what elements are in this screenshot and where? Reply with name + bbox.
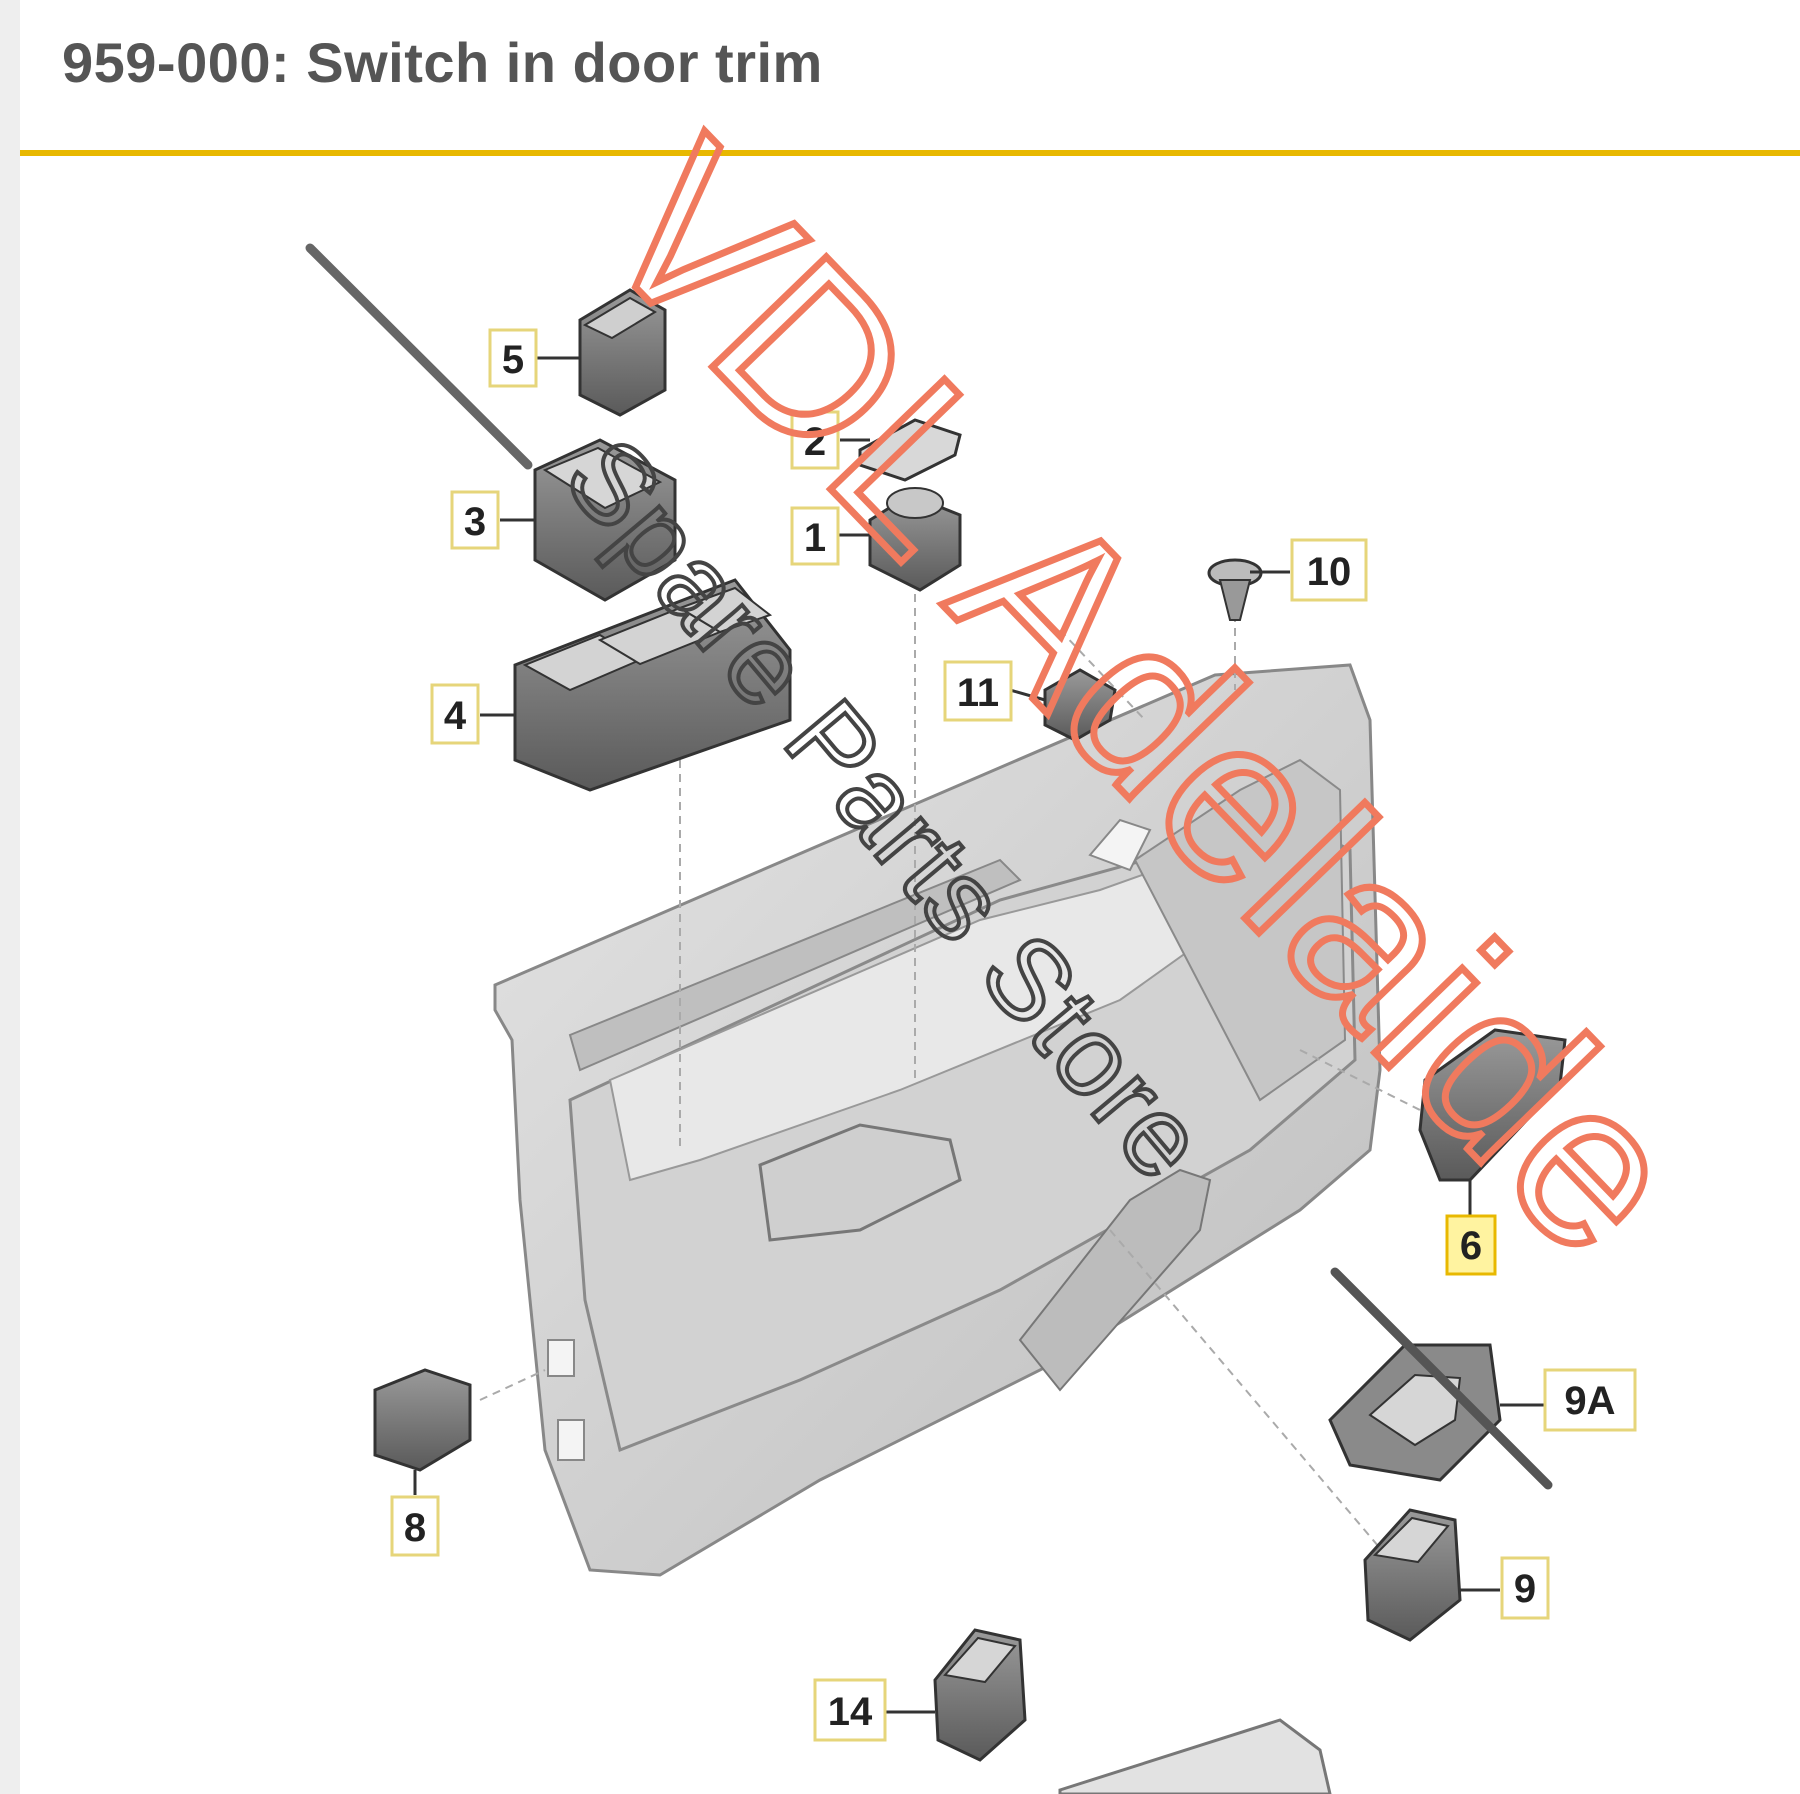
small-button-icon — [373, 1368, 472, 1472]
door-panel-icon — [493, 663, 1382, 1577]
callout-10[interactable]: 10 — [1290, 538, 1368, 602]
callout-4[interactable]: 4 — [430, 683, 480, 745]
callout-5[interactable]: 5 — [488, 328, 538, 388]
window-switch-icon — [1363, 1508, 1462, 1642]
svg-text:3: 3 — [464, 500, 486, 544]
strike-line-icon — [1330, 1267, 1553, 1490]
strike-line-icon — [305, 243, 533, 470]
dashed-leaders — [479, 580, 1421, 1561]
left-margin-strip — [0, 0, 20, 1794]
svg-text:14: 14 — [828, 1690, 873, 1734]
partial-part-icon — [1058, 1718, 1332, 1794]
callout-2[interactable]: 2 — [790, 410, 840, 470]
page-title: 959-000: Switch in door trim — [62, 31, 823, 94]
callout-6[interactable]: 6 — [1445, 1214, 1497, 1276]
callout-3[interactable]: 3 — [450, 490, 500, 550]
svg-text:2: 2 — [804, 420, 826, 464]
svg-text:11: 11 — [957, 671, 999, 715]
svg-text:4: 4 — [444, 694, 467, 738]
callout-14[interactable]: 14 — [813, 1678, 887, 1742]
clip-icon — [1207, 558, 1263, 621]
window-switch-icon — [578, 288, 667, 417]
window-switch-icon — [933, 1628, 1027, 1762]
callout-11[interactable]: 11 — [943, 660, 1013, 722]
window-switch-icon — [533, 438, 677, 602]
title-divider — [20, 150, 1800, 156]
callout-9A[interactable]: 9A — [1543, 1368, 1637, 1432]
svg-text:9: 9 — [1514, 1567, 1536, 1611]
mirror-bezel-icon — [858, 418, 962, 482]
callout-8[interactable]: 8 — [390, 1495, 440, 1557]
svg-text:8: 8 — [404, 1506, 426, 1550]
svg-text:5: 5 — [502, 338, 524, 382]
svg-text:6: 6 — [1460, 1224, 1482, 1268]
svg-text:1: 1 — [804, 516, 826, 560]
svg-text:10: 10 — [1307, 550, 1352, 594]
window-switch-icon — [513, 578, 792, 792]
mirror-switch-icon — [868, 487, 962, 592]
callout-9[interactable]: 9 — [1500, 1556, 1550, 1620]
callout-leaders — [413, 356, 1545, 1714]
svg-text:9A: 9A — [1564, 1379, 1615, 1423]
switch-cover-icon — [1418, 1028, 1567, 1182]
callout-1[interactable]: 1 — [790, 506, 840, 566]
small-switch-icon — [1043, 668, 1117, 742]
